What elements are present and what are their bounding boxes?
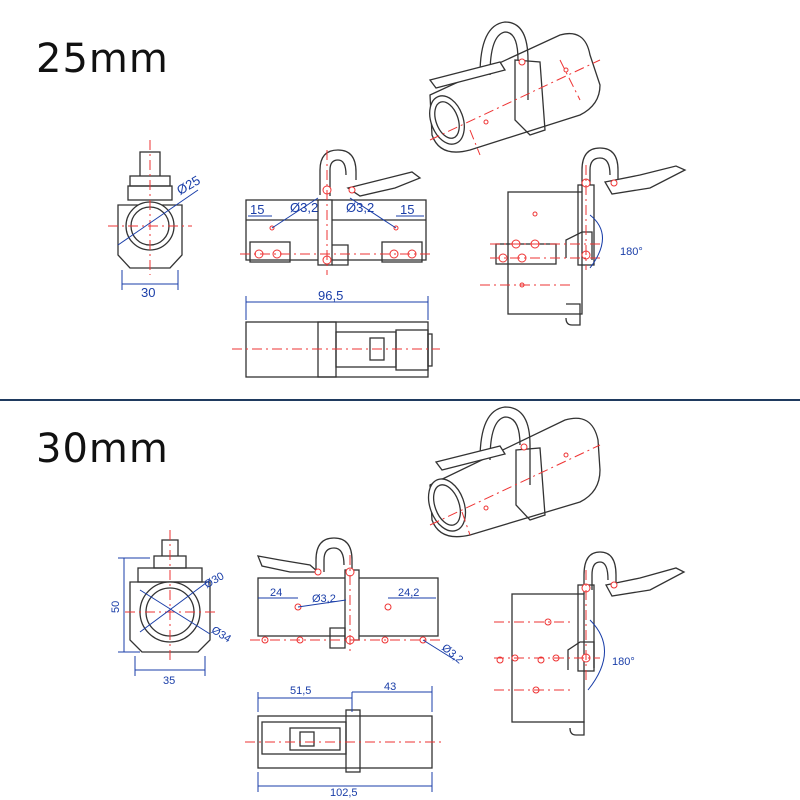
side-view-30: 24 24,2 Ø3,2 Ø3,2 — [250, 537, 465, 667]
dim-width-25: 30 — [141, 285, 155, 300]
dim-hole-right-25: Ø3,2 — [346, 200, 374, 215]
top-view-25: 96,5 — [232, 288, 440, 378]
dim-diameter-25: Ø25 — [174, 173, 203, 198]
dim-height-30: 50 — [110, 601, 122, 613]
dim-hole-side-30: Ø3,2 — [439, 642, 465, 667]
dim-right-offset-30: 24,2 — [398, 587, 419, 599]
rotation-view-30: 180° — [494, 551, 686, 736]
top-view-30: 51,5 43 102,5 — [245, 681, 445, 799]
dim-length-30: 102,5 — [330, 787, 358, 799]
isometric-view-25 — [428, 21, 601, 156]
dim-diameter-inner-30: Ø30 — [202, 570, 226, 591]
dim-right-offset-25: 15 — [400, 202, 414, 217]
dim-seg-left-30: 51,5 — [290, 685, 311, 697]
dim-angle-25: 180° — [620, 246, 643, 258]
dim-left-offset-30: 24 — [270, 587, 282, 599]
dim-left-offset-25: 15 — [250, 202, 264, 217]
front-view-30: Ø30 Ø34 50 35 — [110, 530, 233, 687]
rotation-view-25: 180° — [480, 147, 687, 326]
section-title-30mm: 30mm — [36, 426, 169, 472]
section-divider — [0, 399, 800, 401]
dim-diameter-outer-30: Ø34 — [209, 624, 233, 645]
isometric-view-30 — [427, 406, 601, 538]
dim-angle-30: 180° — [612, 656, 635, 668]
dim-hole-left-25: Ø3,2 — [290, 200, 318, 215]
front-view-25: Ø25 30 — [108, 140, 203, 300]
dim-length-25: 96,5 — [318, 288, 343, 303]
dim-width-30: 35 — [163, 675, 175, 687]
dim-seg-right-30: 43 — [384, 681, 396, 693]
dim-hole-top-30: Ø3,2 — [312, 593, 336, 605]
side-view-25: 15 15 Ø3,2 Ø3,2 — [240, 149, 432, 275]
section-title-25mm: 25mm — [36, 36, 169, 82]
